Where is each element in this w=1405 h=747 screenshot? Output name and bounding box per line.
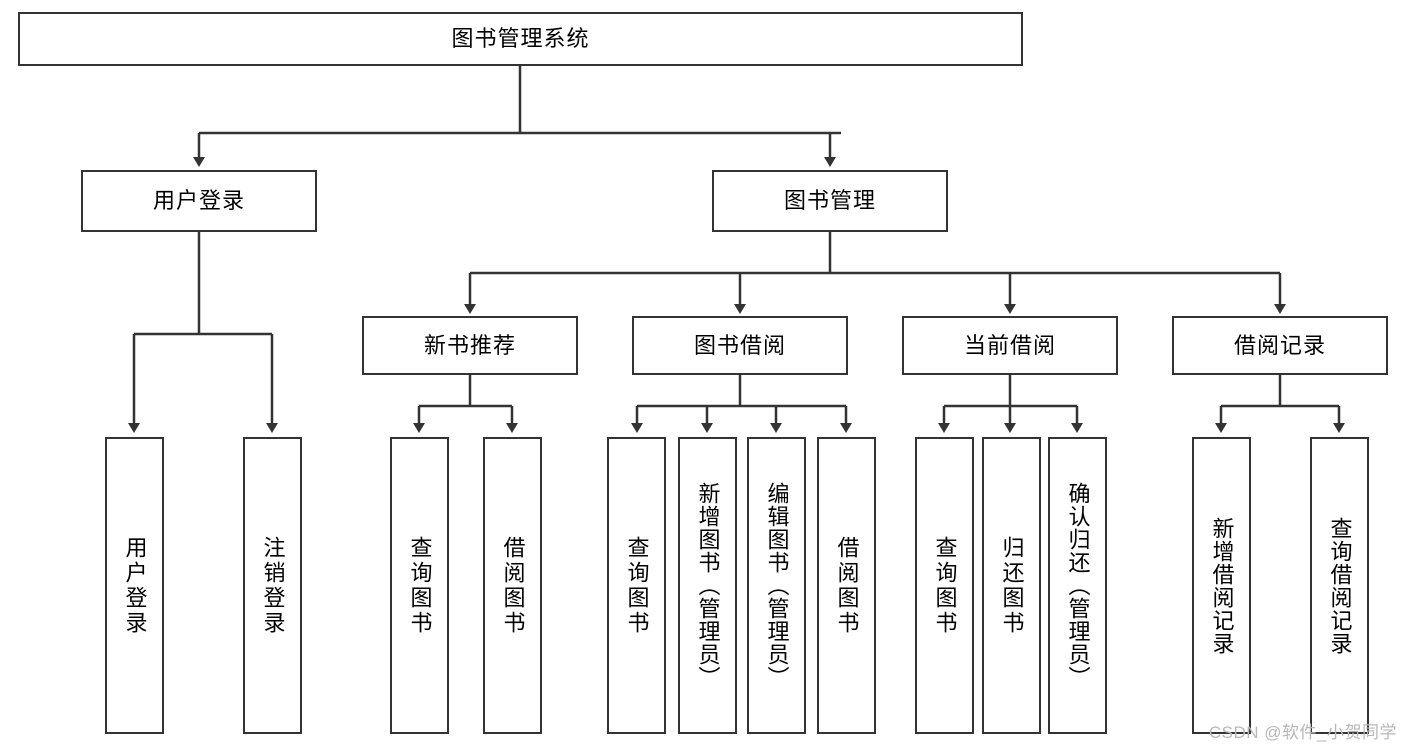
leaf-borrow-query-book[interactable]: 查询图书: [607, 437, 666, 734]
leaf-new-book-borrow[interactable]: 借阅图书: [483, 437, 542, 734]
node-root[interactable]: 图书管理系统: [18, 12, 1023, 66]
leaf-current-query-book[interactable]: 查询图书: [915, 437, 974, 734]
node-new-book-recommend[interactable]: 新书推荐: [362, 316, 578, 375]
leaf-borrow-borrow-book[interactable]: 借阅图书: [817, 437, 876, 734]
leaf-borrow-add-book-admin[interactable]: 新增图书（管理员）: [678, 437, 737, 734]
leaf-new-book-query[interactable]: 查询图书: [390, 437, 449, 734]
leaf-user-login-login[interactable]: 用户登录: [105, 437, 164, 734]
node-user-login[interactable]: 用户登录: [81, 170, 317, 232]
node-book-management[interactable]: 图书管理: [712, 170, 948, 232]
leaf-borrow-edit-book-admin[interactable]: 编辑图书（管理员）: [747, 437, 806, 734]
leaf-record-add-record[interactable]: 新增借阅记录: [1192, 437, 1251, 734]
leaf-current-confirm-return-admin[interactable]: 确认归还（管理员）: [1048, 437, 1107, 734]
leaf-current-return-book[interactable]: 归还图书: [982, 437, 1041, 734]
leaf-record-query-record[interactable]: 查询借阅记录: [1310, 437, 1369, 734]
leaf-user-login-logout[interactable]: 注销登录: [243, 437, 302, 734]
node-book-borrow[interactable]: 图书借阅: [632, 316, 848, 375]
node-borrow-record[interactable]: 借阅记录: [1172, 316, 1388, 375]
node-current-borrow[interactable]: 当前借阅: [902, 316, 1118, 375]
csdn-watermark: CSDN @软件_小贺同学: [1208, 723, 1397, 742]
